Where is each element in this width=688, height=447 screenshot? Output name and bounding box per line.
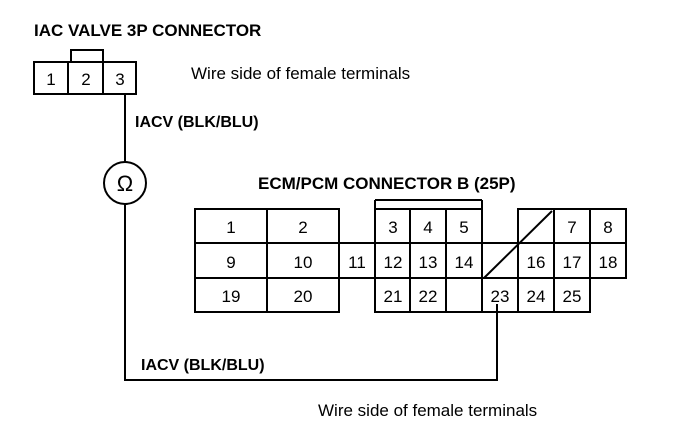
ohm-icon: Ω: [117, 171, 133, 196]
ecm-block-center: [374, 208, 483, 313]
iacv-wire-bottom: [124, 204, 498, 381]
ecm-pin-7: 7: [567, 218, 576, 237]
ecm-pin-11: 11: [348, 253, 366, 272]
iac-pin-3: 3: [115, 70, 124, 89]
ecm-connector-title: ECM/PCM CONNECTOR B (25P): [258, 174, 516, 193]
ecm-pin-12: 12: [384, 253, 403, 272]
ecm-pin-9: 9: [226, 253, 235, 272]
ecm-pin-10: 10: [294, 253, 313, 272]
ecm-pin-4: 4: [423, 218, 432, 237]
ecm-pin-18: 18: [599, 253, 618, 272]
ecm-pin-8: 8: [603, 218, 612, 237]
iac-pin-1: 1: [46, 70, 55, 89]
ecm-pin-14: 14: [455, 253, 474, 272]
iac-connector-key: [70, 49, 104, 63]
ecm-pin-21: 21: [384, 287, 403, 306]
ecm-pin-22: 22: [419, 287, 438, 306]
ecm-pin-25: 25: [563, 287, 582, 306]
ecm-pin-16: 16: [527, 253, 546, 272]
ecm-connector-note: Wire side of female terminals: [318, 401, 537, 420]
ecm-pin-20: 20: [294, 287, 313, 306]
ecm-pin-19: 19: [222, 287, 241, 306]
iacv-wire-label-top: IACV (BLK/BLU): [135, 114, 259, 131]
ecm-pin-24: 24: [527, 287, 546, 306]
iac-connector-title: IAC VALVE 3P CONNECTOR: [34, 21, 261, 40]
iac-connector-note: Wire side of female terminals: [191, 64, 410, 83]
iac-pin-2: 2: [81, 70, 90, 89]
iacv-wire-label-bottom: IACV (BLK/BLU): [141, 357, 265, 374]
ecm-block-bottom-right: [481, 277, 591, 313]
ecm-pin-3: 3: [388, 218, 397, 237]
ecm-pin-17: 17: [563, 253, 582, 272]
ecm-pin-2: 2: [298, 218, 307, 237]
ecm-pin-23: 23: [491, 287, 510, 306]
ecm-pin-1: 1: [226, 218, 235, 237]
ecm-pin-5: 5: [459, 218, 468, 237]
ecm-pin-13: 13: [419, 253, 438, 272]
